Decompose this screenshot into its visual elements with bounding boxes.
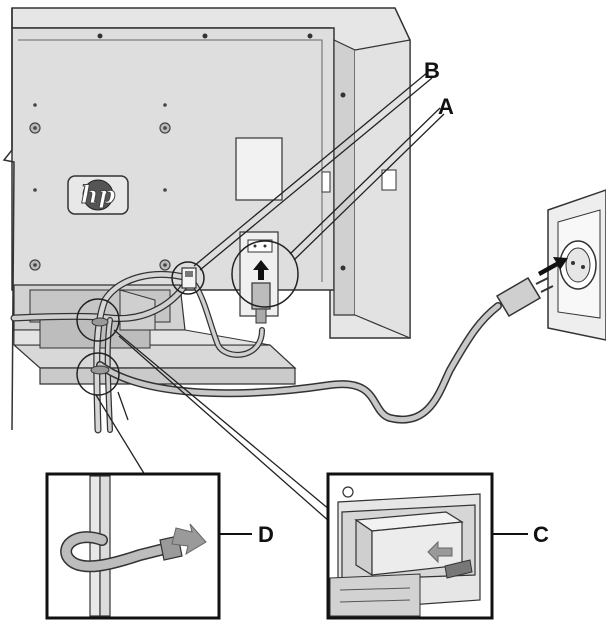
detail-box-d — [45, 472, 221, 620]
callout-c: C — [533, 522, 549, 547]
callout-d: D — [258, 522, 274, 547]
connector-b — [181, 267, 197, 289]
detail-box-c — [326, 472, 494, 620]
hp-logo: hp — [67, 175, 129, 215]
wall-outlet — [547, 189, 606, 341]
callout-a: A — [438, 94, 454, 119]
insert-arrow-icon — [253, 260, 269, 280]
monitor-side — [333, 39, 356, 316]
monitor-back — [2, 7, 411, 431]
label-plate — [235, 137, 283, 201]
callout-b: B — [424, 58, 440, 83]
power-plug — [495, 257, 568, 318]
leader-lines — [95, 71, 445, 523]
cable-tie-small — [90, 317, 110, 375]
release-arrow-icon — [171, 523, 207, 556]
push-arrow-icon — [427, 540, 453, 564]
cables — [10, 271, 502, 434]
detail-circles — [76, 240, 299, 396]
monitor-back-panel — [11, 27, 335, 291]
hp-logo-text: hp — [81, 180, 115, 209]
plug-arrow-icon — [538, 257, 568, 276]
